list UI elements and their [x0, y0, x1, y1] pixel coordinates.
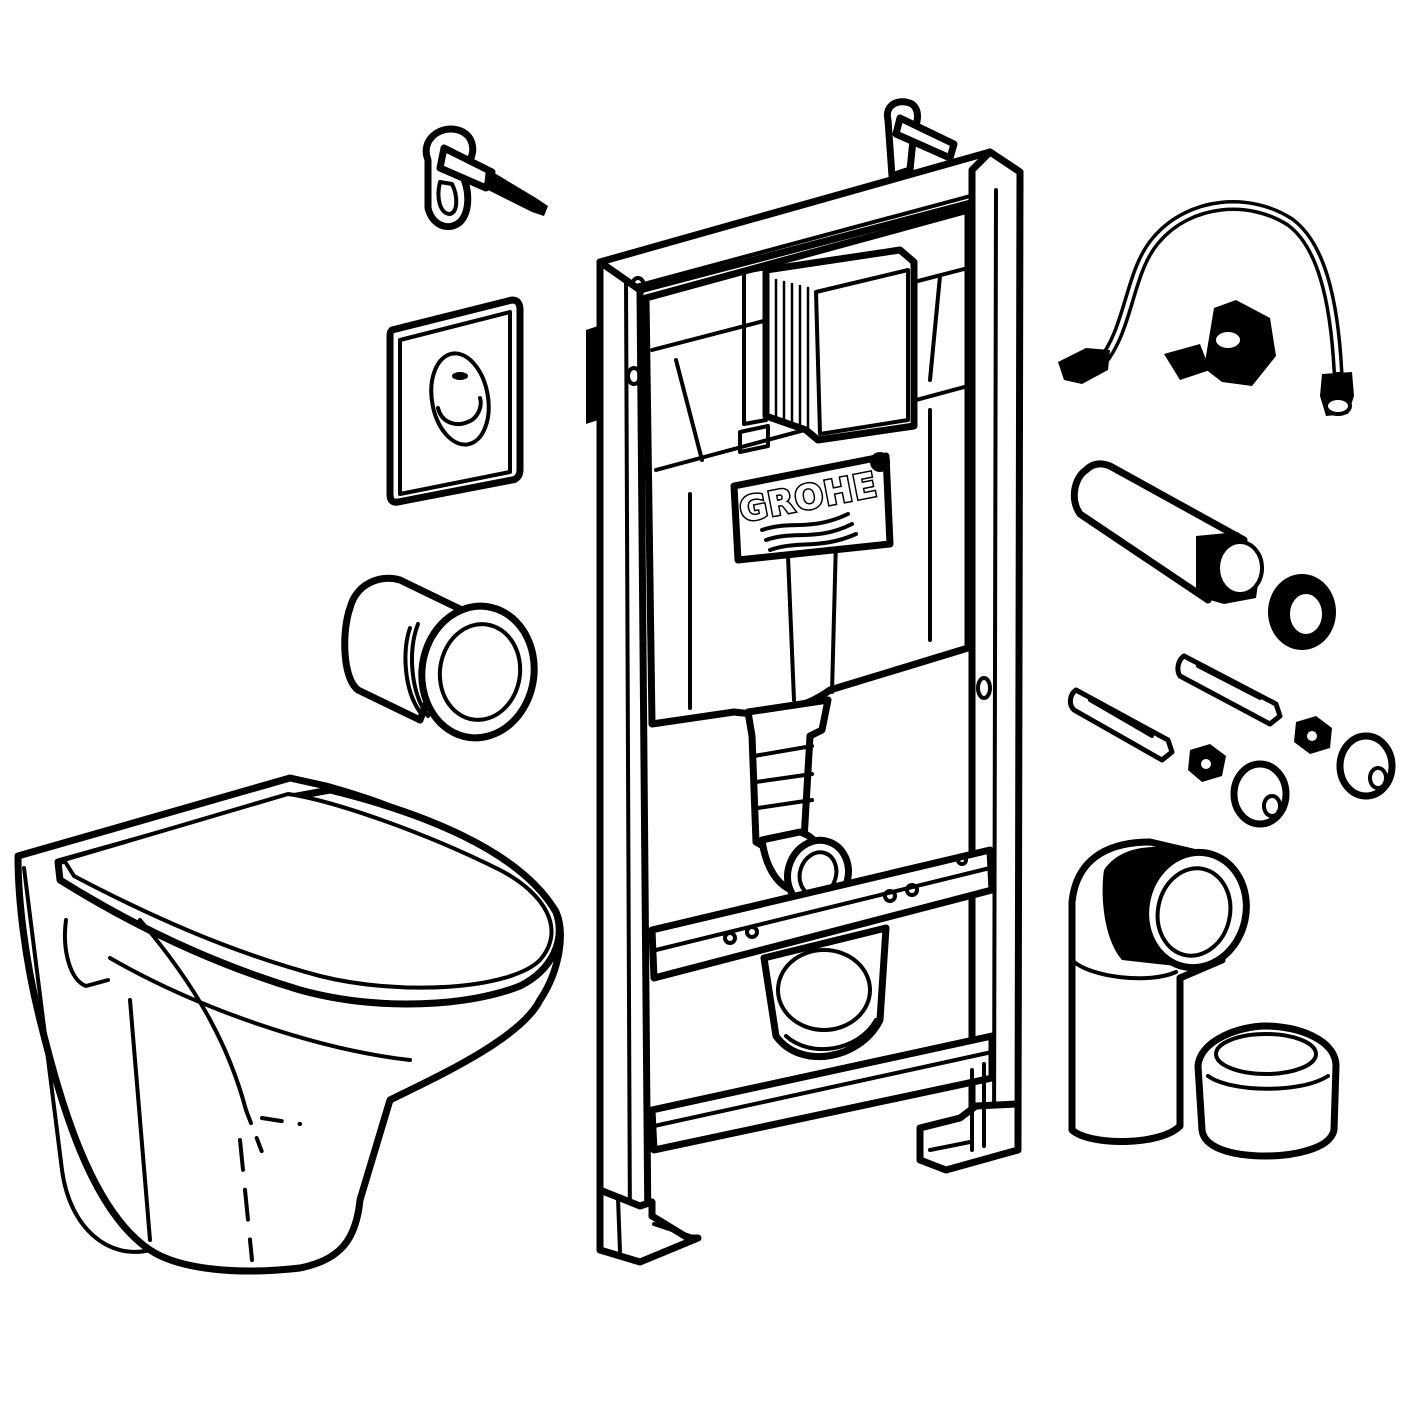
frame-top-anchor-icon [883, 98, 958, 180]
wall-anchor-bracket-icon [422, 125, 548, 230]
flush-plate-icon [386, 296, 524, 506]
flush-pipe-connector-icon [341, 574, 538, 742]
frame-foot-left-icon [596, 1186, 702, 1266]
drain-elbow-icon [1068, 838, 1250, 1145]
wall-hung-toilet-icon [14, 774, 564, 1275]
frame-drain-collar-icon [760, 924, 890, 1061]
frame-foot-right-icon [916, 1062, 1022, 1174]
flush-pipe-icon [1070, 460, 1336, 650]
frame-drain-bend-icon [744, 696, 852, 912]
drain-reducer-icon [1194, 1022, 1340, 1160]
mounting-studs-icon [1067, 653, 1396, 828]
installation-frame-icon: GROHE [586, 98, 1024, 1266]
cistern-service-box-icon [738, 246, 918, 454]
water-waves-icon [760, 512, 858, 552]
supply-hose-valve-icon [1058, 200, 1354, 416]
